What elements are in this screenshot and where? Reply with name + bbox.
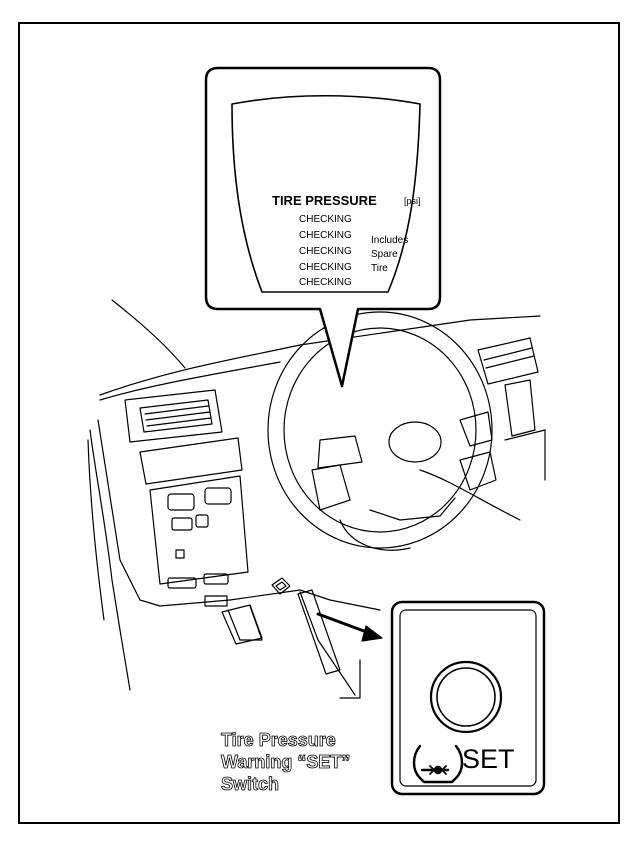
- display-note: Spare: [371, 249, 398, 260]
- set-switch-label: SET: [462, 744, 515, 774]
- caption-line: Switch: [221, 774, 280, 795]
- display-unit: [psi]: [404, 196, 421, 206]
- display-note: Includes: [371, 235, 409, 246]
- display-row: CHECKING: [299, 277, 352, 288]
- pedals: [221, 589, 341, 675]
- center-console: [139, 437, 263, 641]
- display-row: CHECKING: [299, 214, 352, 225]
- figure-frame: [18, 22, 620, 824]
- right-air-vent: [477, 337, 539, 437]
- left-air-vent: [124, 389, 223, 443]
- figure-caption: Tire Pressure Warning “SET” Switch: [221, 729, 351, 795]
- pointer-arrow: [316, 612, 383, 642]
- display-note: Tire: [371, 263, 388, 274]
- set-button[interactable]: [429, 660, 503, 734]
- tire-pressure-warning-icon: [412, 744, 464, 784]
- caption-line: Warning “SET”: [221, 752, 351, 773]
- display-screen: [231, 94, 421, 293]
- caption-line: Tire Pressure: [221, 730, 337, 751]
- switch-location-marker: [271, 577, 291, 595]
- steering-wheel: [267, 311, 497, 551]
- display-header: TIRE PRESSURE: [272, 193, 377, 208]
- dashboard-lines: [87, 299, 546, 699]
- display-row: CHECKING: [299, 230, 352, 241]
- display-row: CHECKING: [299, 246, 352, 257]
- display-row: CHECKING: [299, 262, 352, 273]
